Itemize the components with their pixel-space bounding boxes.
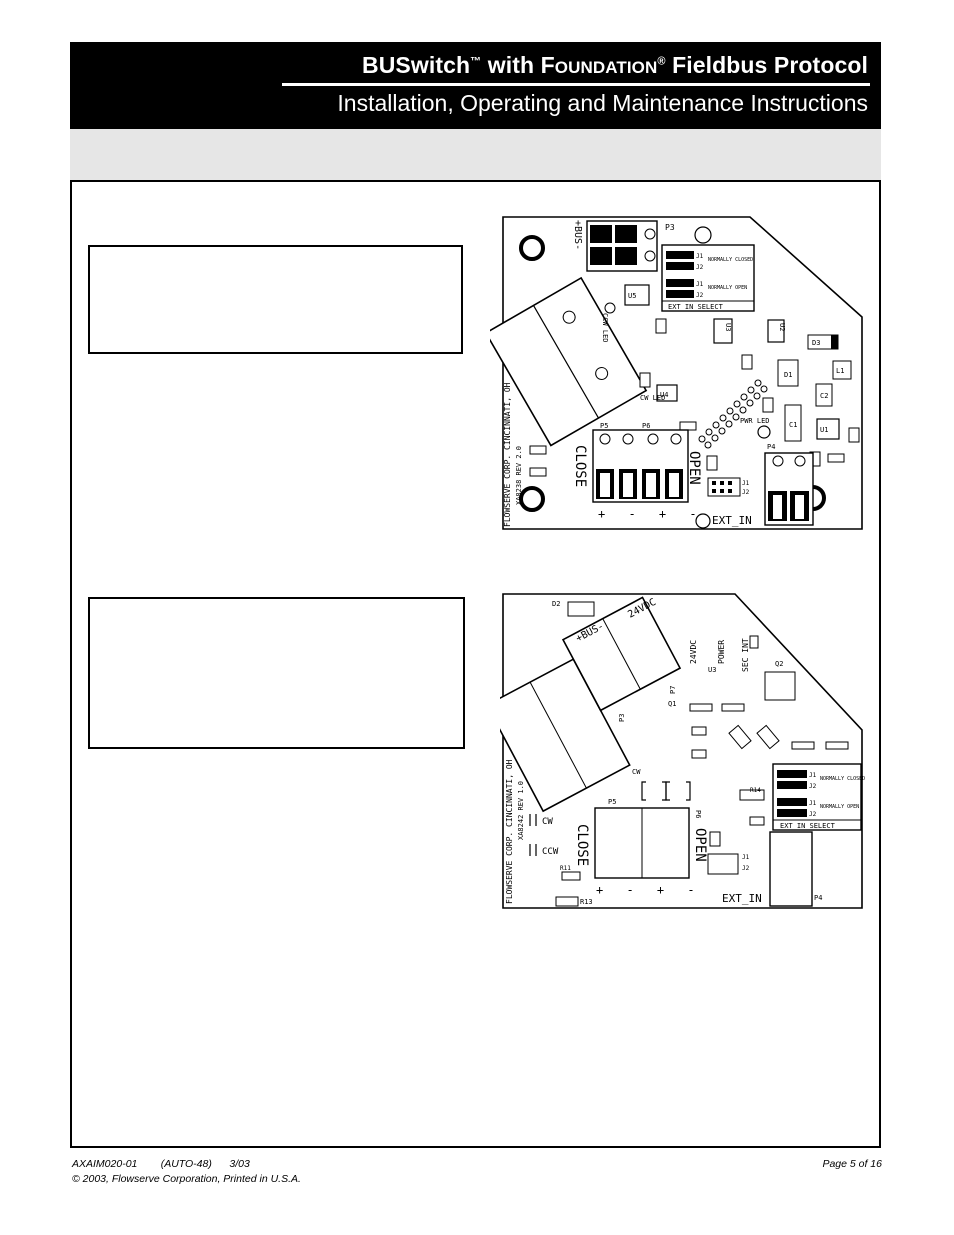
figure-caption-box-2 [88,597,465,749]
svg-text:SEC INT: SEC INT [741,638,750,672]
output-terminal-blocks [594,807,690,879]
circuit-board-xa8242: D2 +BUS- 24VDC 24VDC POWER SEC INT P7 P3… [500,593,865,909]
led-brackets [641,781,691,801]
svg-text:P5: P5 [600,422,608,430]
svg-text:R11: R11 [560,865,571,872]
svg-text:D1: D1 [784,371,792,379]
svg-text:CW: CW [542,817,553,827]
svg-text:J2: J2 [809,811,817,818]
svg-text:EXT_IN: EXT_IN [722,892,762,905]
svg-text:P4: P4 [814,894,822,902]
svg-text:J1: J1 [696,253,704,260]
svg-text:R13: R13 [580,898,593,906]
figure-caption-box-1 [88,245,463,354]
svg-text:CW: CW [632,768,641,776]
ic-chips [624,284,840,440]
footer-page-number: Page 5 of 16 [822,1158,882,1170]
footer-copyright: © 2003, Flowserve Corporation, Printed i… [72,1173,301,1185]
svg-text:NORMALLY OPEN: NORMALLY OPEN [708,285,747,291]
svg-text:C2: C2 [820,392,828,400]
svg-text:CLOSE: CLOSE [574,824,590,866]
svg-text:OPEN: OPEN [692,828,708,862]
footer-doc-id: AXAIM020-01 (AUTO-48) 3/03 [72,1158,250,1170]
svg-text:EXT_IN SELECT: EXT_IN SELECT [668,303,724,311]
output-terminal-blocks [592,429,689,503]
ext-in-select-jumpers [772,763,862,831]
svg-text:J1: J1 [742,854,750,861]
svg-text:NORMALLY OPEN: NORMALLY OPEN [820,804,859,810]
smd-parts [529,318,860,477]
svg-text:+BUS-: +BUS- [572,220,583,250]
svg-text:Q2: Q2 [775,660,783,668]
svg-text:L1: L1 [836,367,844,375]
svg-text:J1: J1 [696,281,704,288]
svg-text:EXT IN SELECT: EXT IN SELECT [780,822,836,830]
svg-text:J1: J1 [742,480,750,487]
svg-text:U3: U3 [724,323,732,331]
svg-text:CCW LED: CCW LED [601,313,609,343]
svg-text:U4: U4 [660,391,668,399]
svg-text:R14: R14 [750,787,761,794]
circuit-board-xa8238: +BUS- P3 J1 J2 NORMALLY CLOSED J1 J2 NOR… [490,216,863,530]
document-title: BUSwitch™ with FOUNDATION® Fieldbus Prot… [361,52,868,78]
document-subtitle: Installation, Operating and Maintenance … [337,90,868,116]
svg-text:J1: J1 [809,772,817,779]
svg-text:U5: U5 [628,292,636,300]
svg-text:J2: J2 [742,865,750,872]
svg-text:J1: J1 [809,800,817,807]
svg-text:U2: U2 [778,323,786,331]
svg-text:P3: P3 [665,223,675,232]
svg-text:FLOWSERVE CORP. CINCINNATI, OH: FLOWSERVE CORP. CINCINNATI, OH [505,759,514,904]
svg-text:24VDC: 24VDC [689,640,698,664]
bus-connector [586,220,658,272]
svg-text:+ - + -: + - + - [596,883,703,897]
terminal-block-main [490,276,648,447]
svg-text:XA8238 REV 2.0: XA8238 REV 2.0 [515,446,523,505]
svg-text:+ - + -: + - + - [598,507,705,521]
svg-text:P6: P6 [642,422,650,430]
svg-text:EXT_IN: EXT_IN [712,514,752,527]
svg-text:J2: J2 [696,292,704,299]
svg-text:U1: U1 [820,426,828,434]
svg-text:PWR LED: PWR LED [740,417,770,425]
svg-text:P5: P5 [608,798,616,806]
svg-text:NORMALLY CLOSED: NORMALLY CLOSED [820,776,865,782]
ext-in-connector [764,452,814,526]
svg-text:P6: P6 [694,810,702,818]
svg-text:CLOSE: CLOSE [572,445,588,487]
svg-text:P7: P7 [669,686,677,694]
svg-text:POWER: POWER [717,640,726,664]
svg-text:J2: J2 [742,489,750,496]
svg-text:J2: J2 [696,264,704,271]
svg-text:C1: C1 [789,421,797,429]
svg-text:NORMALLY CLOSED: NORMALLY CLOSED [708,257,753,263]
svg-text:OPEN: OPEN [686,451,702,485]
section-band [70,127,881,182]
svg-text:J2: J2 [809,783,817,790]
svg-text:D2: D2 [552,600,560,608]
svg-text:Q1: Q1 [668,700,676,708]
svg-text:CCW: CCW [542,847,559,857]
smd-parts [555,635,849,907]
svg-text:FLOWSERVE CORP. CINCINNATI, OH: FLOWSERVE CORP. CINCINNATI, OH [503,382,512,527]
svg-text:P4: P4 [767,443,775,451]
svg-text:P3: P3 [618,714,626,722]
title-divider [282,83,870,86]
terminal-block-main [500,596,682,813]
svg-text:CW LED: CW LED [640,394,665,402]
svg-text:D3: D3 [812,339,820,347]
pin-header-diagonal [698,379,768,449]
ext-in-select-jumpers [661,244,755,312]
svg-text:XA8242 REV 1.0: XA8242 REV 1.0 [517,781,525,840]
svg-text:U3: U3 [708,666,716,674]
